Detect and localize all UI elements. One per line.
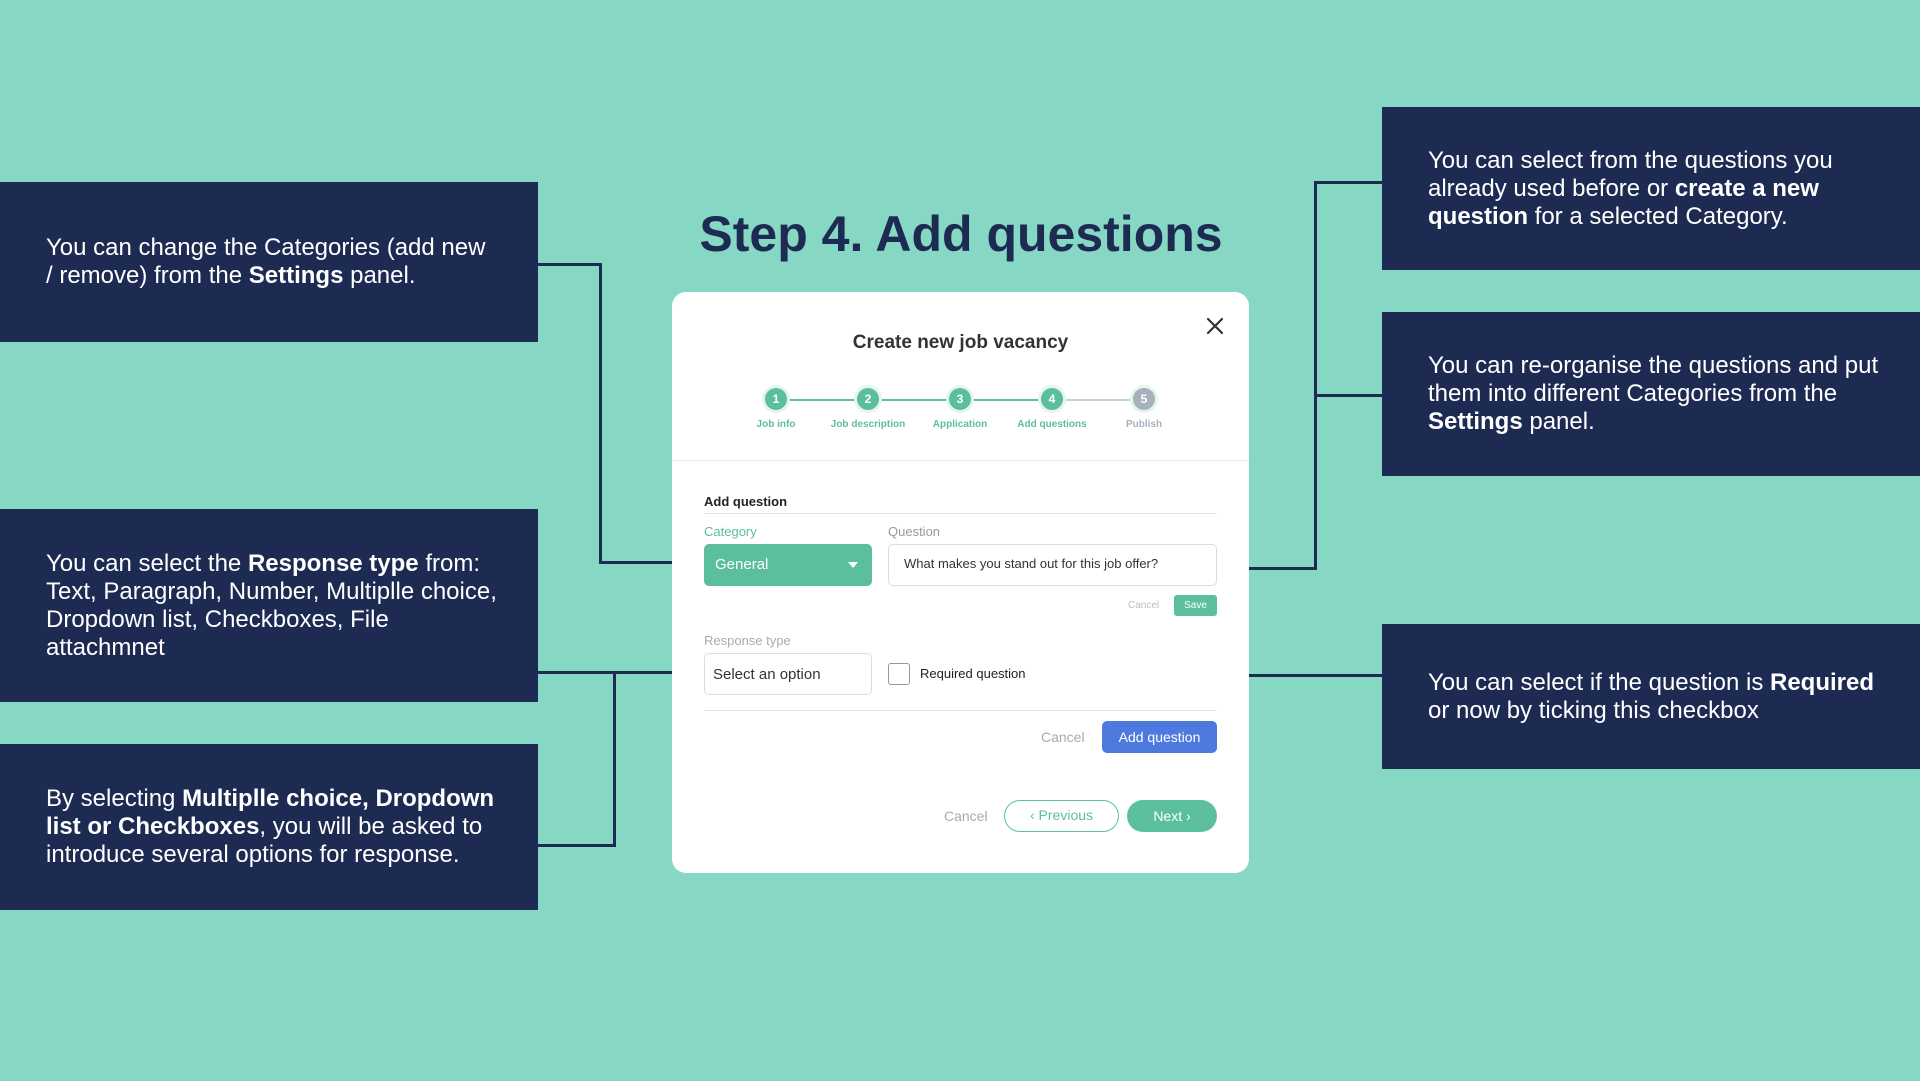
callout-text: , you will be asked to introduce several… (46, 813, 483, 868)
connector-response-h1 (538, 671, 706, 674)
step-number: 5 (1133, 388, 1155, 410)
response-type-label: Response type (704, 633, 791, 648)
step-label: Application (932, 419, 988, 430)
stepper-line-pending (1052, 399, 1144, 401)
callout-text: panel. (1522, 408, 1595, 435)
connector-multiple-h (538, 844, 616, 847)
callout-bold: Required (1770, 668, 1875, 696)
step-number: 3 (949, 388, 971, 410)
category-label: Category (704, 524, 757, 539)
callout-text: or now by ticking this checkbox (1428, 696, 1759, 724)
page-title: Step 4. Add questions (0, 204, 1920, 264)
stepper-line-done (776, 399, 1052, 401)
callout-response-type: You can select the Response type from: T… (0, 509, 538, 702)
divider (704, 513, 1217, 514)
previous-button[interactable]: ‹ Previous (1004, 800, 1119, 832)
footer-cancel-link[interactable]: Cancel (944, 808, 988, 824)
add-question-heading: Add question (704, 494, 788, 509)
connector-categories-v (599, 263, 602, 564)
callout-bold: Multiplle choice, Dropdown list or Check… (46, 785, 495, 840)
close-icon (1206, 317, 1224, 335)
connector-reorganise-h (1314, 394, 1382, 397)
callout-text: panel. (343, 262, 416, 289)
callout-text: You can re-organise the questions and pu… (1428, 352, 1879, 407)
question-save-button[interactable]: Save (1174, 595, 1217, 616)
callout-required: You can select if the question is Requir… (1382, 624, 1920, 769)
callout-text: You can change the Categories (add new /… (46, 234, 486, 289)
add-question-button[interactable]: Add question (1102, 721, 1217, 753)
required-checkbox-label[interactable]: Required question (920, 666, 1026, 681)
step-number: 2 (857, 388, 879, 410)
callout-categories: You can change the Categories (add new /… (0, 182, 538, 342)
next-button[interactable]: Next › (1127, 800, 1217, 832)
divider (704, 710, 1217, 711)
modal-divider (672, 460, 1249, 461)
page-title-text: Step 4. Add questions (699, 206, 1223, 262)
callout-text: You can select from the questions you al… (1428, 146, 1833, 202)
step-label: Add questions (1017, 419, 1087, 430)
chevron-left-icon: ‹ (1029, 807, 1035, 823)
step-label: Job description (830, 419, 906, 430)
question-input[interactable]: What makes you stand out for this job of… (888, 544, 1217, 586)
callout-text: from: Text, Paragraph, Number, Multiplle… (46, 549, 497, 661)
step-number: 1 (765, 388, 787, 410)
previous-label: Previous (1038, 807, 1094, 823)
response-type-select[interactable]: Select an option (704, 653, 872, 695)
connector-questions-h1 (1314, 181, 1382, 184)
response-type-placeholder: Select an option (713, 666, 821, 683)
callout-multiple-choice: By selecting Multiplle choice, Dropdown … (0, 744, 538, 910)
callout-bold: Settings (1428, 408, 1523, 435)
question-value: What makes you stand out for this job of… (904, 556, 1159, 571)
connector-categories-h2 (599, 561, 689, 564)
callout-text: for a selected Category. (1528, 202, 1788, 230)
close-button[interactable] (1203, 314, 1227, 338)
chevron-right-icon: › (1186, 808, 1191, 824)
callout-bold: Response type (247, 549, 419, 577)
add-question-cancel-link[interactable]: Cancel (1041, 729, 1085, 745)
step-number: 4 (1041, 388, 1063, 410)
callout-text: By selecting (46, 785, 183, 812)
connector-questions-v (1314, 181, 1317, 570)
category-value: General (715, 556, 769, 573)
callout-questions: You can select from the questions you al… (1382, 107, 1920, 270)
connector-questions-h2 (1219, 567, 1317, 570)
callout-text: You can select the (46, 549, 248, 577)
category-select[interactable]: General (704, 544, 872, 586)
callout-reorganise: You can re-organise the questions and pu… (1382, 312, 1920, 476)
step-label: Job info (756, 419, 796, 430)
callout-bold: create a new question (1428, 174, 1819, 230)
callout-bold: Settings (248, 262, 344, 289)
connector-categories-h1 (538, 263, 602, 266)
callout-text: You can select if the question is (1428, 668, 1770, 696)
next-label: Next (1153, 808, 1183, 824)
question-label: Question (888, 524, 941, 539)
question-cancel-link[interactable]: Cancel (1128, 600, 1160, 611)
step-label: Publish (1125, 419, 1163, 430)
chevron-down-icon (848, 562, 858, 568)
required-checkbox[interactable] (888, 663, 910, 685)
modal-title: Create new job vacancy (852, 332, 1069, 353)
connector-response-v (613, 671, 616, 847)
